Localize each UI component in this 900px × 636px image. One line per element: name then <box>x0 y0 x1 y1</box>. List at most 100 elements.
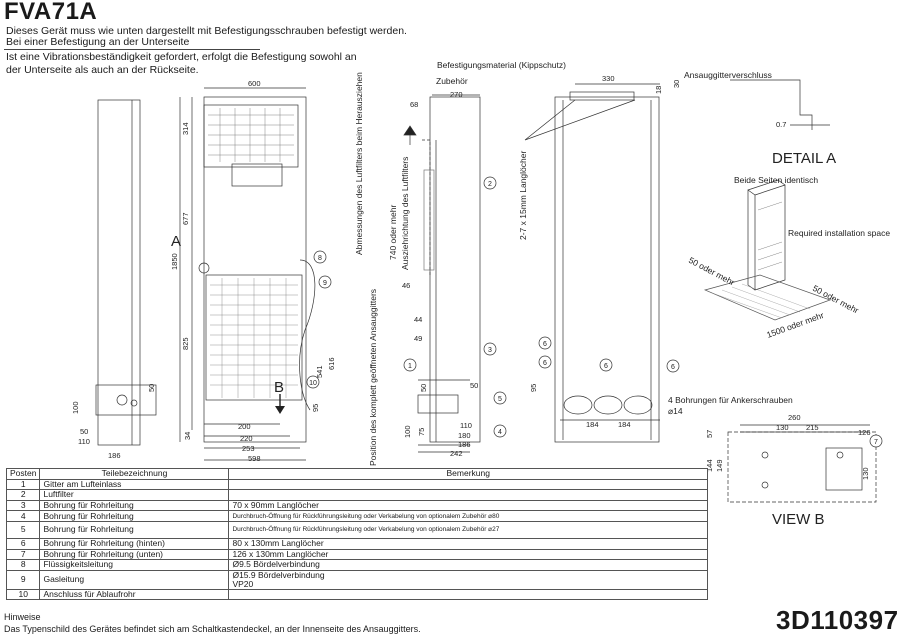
table-row: 3 Bohrung für Rohrleitung 70 x 90mm Lang… <box>5 499 708 512</box>
row-remark-line-2: VP20 <box>232 578 254 589</box>
dim-186: 186 <box>108 451 121 460</box>
intro-line-2: Bei einer Befestigung an der Unterseite <box>6 36 190 48</box>
label-bohrungen: 4 Bohrungen für Ankerschrauben <box>668 395 793 405</box>
dim-184b: 184 <box>618 420 631 429</box>
dim-110b: 110 <box>460 421 472 430</box>
row-remark <box>228 478 708 491</box>
dim-07: 0.7 <box>776 120 786 129</box>
parts-table: Posten Teilebezeichnung Bemerkung 1 Gitt… <box>5 468 708 601</box>
dim-598: 598 <box>248 454 261 463</box>
balloon-3: 3 <box>488 347 492 354</box>
floor-space <box>703 274 832 321</box>
intro-line-4: der Unterseite als auch an der Rückseite… <box>6 64 199 76</box>
table-row: 5 Bohrung für Rohrleitung Durchbruch-Öff… <box>5 520 708 539</box>
dim-110: 110 <box>78 437 90 446</box>
label-ansauggitterverschluss: Ansauggitterverschluss <box>684 70 772 80</box>
dim-220: 220 <box>240 434 253 443</box>
dim-50c: 50 <box>419 384 428 392</box>
row-name: Bohrung für Rohrleitung <box>39 510 230 522</box>
table-row: 7 Bohrung für Rohrleitung (unten) 126 x … <box>5 548 708 561</box>
dim-144: 144 <box>705 459 714 472</box>
dim-1850: 1850 <box>170 253 179 270</box>
dim-314: 314 <box>181 122 190 135</box>
label-740: 740 oder mehr <box>388 205 398 260</box>
row-pos: 10 <box>5 588 41 601</box>
dim-34: 34 <box>183 432 192 440</box>
dim-600: 600 <box>248 79 261 88</box>
header-teilebezeichnung: Teilebezeichnung <box>39 468 230 480</box>
dim-30: 30 <box>672 80 681 88</box>
table-row: 10 Anschluss für Ablaufrohr <box>5 588 708 601</box>
notes-text: Das Typenschild des Gerätes befindet sic… <box>4 624 421 634</box>
row-remark <box>228 489 708 501</box>
dim-130b: 130 <box>861 467 870 480</box>
row-remark: Durchbruch-Öffnung für Rückführungsleitu… <box>228 510 708 522</box>
row-pos: 9 <box>5 569 41 590</box>
label-befestigungsmaterial: Befestigungsmaterial (Kippschutz) <box>437 60 566 70</box>
dim-49: 49 <box>414 334 422 343</box>
balloon-6a: 6 <box>543 341 547 348</box>
dim-260: 260 <box>788 413 801 422</box>
table-row: 4 Bohrung für Rohrleitung Durchbruch-Öff… <box>5 510 708 522</box>
dim-95b: 95 <box>529 384 538 392</box>
header-posten: Posten <box>5 468 41 480</box>
label-zubehoer: Zubehör <box>436 76 468 86</box>
dim-50b: 50 <box>147 384 156 392</box>
row-remark: Ø9.5 Bördelverbindung <box>228 559 708 571</box>
balloon-2: 2 <box>488 181 492 188</box>
table-header-row: Posten Teilebezeichnung Bemerkung <box>5 468 708 480</box>
row-name: Flüssigkeitsleitung <box>39 559 230 571</box>
dim-44: 44 <box>414 315 422 324</box>
row-pos: 4 <box>5 510 41 522</box>
side-view-base <box>95 384 157 416</box>
front-view-body <box>203 96 307 443</box>
header-bemerkung: Bemerkung <box>228 468 708 480</box>
notes-heading: Hinweise <box>4 612 41 622</box>
intro-line-3: Ist eine Vibrationsbeständigkeit geforde… <box>6 51 357 63</box>
row-name: Bohrung für Rohrleitung (unten) <box>39 548 230 561</box>
row-pos: 8 <box>5 559 41 571</box>
dim-18: 18 <box>654 86 663 94</box>
balloon-5: 5 <box>498 396 502 403</box>
row-remark <box>228 588 708 601</box>
document-number: 3D110397 <box>776 605 899 635</box>
label-bohrungen-dia: ⌀14 <box>668 406 683 416</box>
label-view-b: VIEW B <box>772 511 825 528</box>
row-pos: 2 <box>5 489 41 501</box>
row-pos: 6 <box>5 537 41 550</box>
label-langloecher: 2-7 x 15mm Langlöcher <box>518 151 528 240</box>
label-detail-a: DETAIL A <box>772 150 836 167</box>
row-pos: 3 <box>5 499 41 512</box>
rear-view-body <box>554 96 660 443</box>
dim-50a: 50 <box>80 427 88 436</box>
row-name: Bohrung für Rohrleitung <box>39 520 230 539</box>
row-remark: 80 x 130mm Langlöcher <box>228 537 708 550</box>
label-b: B <box>274 379 284 396</box>
balloon-9: 9 <box>323 280 327 287</box>
row-remark: Durchbruch-Öffnung für Rückführungsleitu… <box>228 520 708 539</box>
dim-180: 180 <box>458 431 471 440</box>
label-position: Position des komplett geöffneten Ansaugg… <box>368 289 378 466</box>
row-remark-line-1: Ø15.9 Bördelverbindung <box>232 569 325 580</box>
row-name: Bohrung für Rohrleitung (hinten) <box>39 537 230 550</box>
table-row: 1 Gitter am Lufteinlass <box>5 478 708 491</box>
balloon-1: 1 <box>408 363 412 370</box>
dim-126: 126 <box>858 428 871 437</box>
balloon-8: 8 <box>318 255 322 262</box>
table-row: 8 Flüssigkeitsleitung Ø9.5 Bördelverbind… <box>5 559 708 571</box>
dim-825: 825 <box>181 337 190 350</box>
dim-95: 95 <box>311 404 320 412</box>
dim-253: 253 <box>242 444 255 453</box>
dim-677: 677 <box>181 212 190 225</box>
side-view-body <box>97 99 141 446</box>
section-view-body <box>429 96 481 443</box>
dim-57: 57 <box>705 430 714 438</box>
balloon-6c: 6 <box>604 363 608 370</box>
model-title: FVA71A <box>4 0 98 25</box>
dim-270: 270 <box>450 90 463 99</box>
dim-75: 75 <box>417 428 426 436</box>
dim-184a: 184 <box>586 420 599 429</box>
table-row: 2 Luftfilter <box>5 489 708 501</box>
